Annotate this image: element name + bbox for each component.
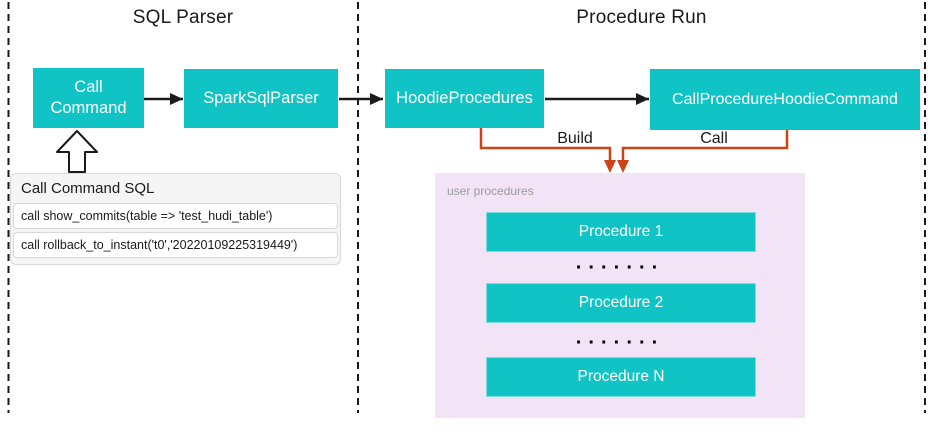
- user-procedures-panel: user procedures Procedure 1 ······· Proc…: [435, 173, 805, 418]
- node-hoodieprocedures: HoodieProcedures: [385, 69, 544, 128]
- node-sparksqlparser: SparkSqlParser: [184, 69, 338, 128]
- call-edge-label: Call: [700, 130, 728, 147]
- node-callprocedurehoodiecommand: CallProcedureHoodieCommand: [650, 69, 920, 130]
- call-connector: [621, 130, 789, 166]
- section-title-sql-parser: SQL Parser: [132, 7, 234, 28]
- ellipsis-dots: ·······: [575, 332, 665, 354]
- node-procedure-2: Procedure 2: [486, 283, 756, 323]
- hollow-up-arrow-icon: [56, 130, 98, 173]
- user-procedures-label: user procedures: [447, 184, 534, 198]
- ellipsis-dots: ·······: [575, 257, 665, 279]
- sql-row-rollback-to-instant: call rollback_to_instant('t0','202201092…: [13, 232, 338, 258]
- sql-card-title: Call Command SQL: [21, 180, 155, 197]
- node-procedure-n: Procedure N: [486, 357, 756, 397]
- node-call-command: Call Command: [33, 68, 144, 128]
- call-arrowhead-icon: [617, 160, 629, 173]
- build-arrowhead-icon: [604, 160, 616, 173]
- build-connector: [479, 128, 612, 166]
- node-procedure-1: Procedure 1: [486, 212, 756, 252]
- section-title-procedure-run: Procedure Run: [576, 7, 707, 28]
- build-edge-label: Build: [557, 130, 593, 147]
- sql-row-show-commits: call show_commits(table => 'test_hudi_ta…: [13, 203, 338, 229]
- call-command-sql-card: Call Command SQL call show_commits(table…: [10, 173, 341, 265]
